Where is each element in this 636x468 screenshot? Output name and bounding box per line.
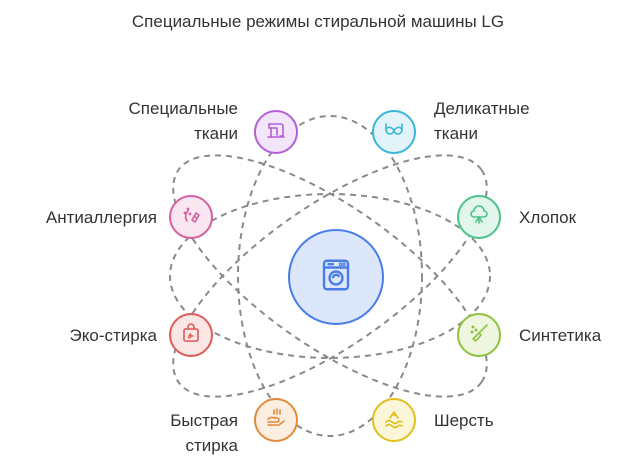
special-fabrics-node[interactable] <box>254 110 298 154</box>
wool-label: Шерсть <box>434 411 494 430</box>
delicates-node[interactable] <box>372 110 416 154</box>
synthetics-label: Синтетика <box>519 326 602 345</box>
special-fabrics-label-line-1: Специальные <box>128 99 238 118</box>
eco-wash-node[interactable] <box>169 313 213 357</box>
bra-icon <box>382 118 406 147</box>
connector-ellipse-vertical <box>237 115 423 437</box>
sewing-machine-icon <box>264 118 288 147</box>
antiallergy-node[interactable] <box>169 195 213 239</box>
quick-wash-node[interactable] <box>254 398 298 442</box>
recycle-bag-icon <box>179 321 203 350</box>
wool-node[interactable] <box>372 398 416 442</box>
synthetics-node[interactable] <box>457 313 501 357</box>
wool-icon <box>382 406 406 435</box>
washing-machine-icon <box>318 257 354 298</box>
quick-wash-label-line-1: Быстрая <box>170 411 238 430</box>
quick-wash-label-line-2: стирка <box>185 436 238 455</box>
cotton-node[interactable] <box>457 195 501 239</box>
center-node <box>288 229 384 325</box>
quick-wash-label: Быстрая стирка <box>170 408 238 458</box>
delicates-label: Деликатные ткани <box>434 96 530 146</box>
eco-wash-label: Эко-стирка <box>69 326 157 345</box>
antiallergy-label: Антиаллергия <box>45 208 157 227</box>
connector-ellipse-diag-a <box>172 154 488 398</box>
delicates-label-line-2: ткани <box>434 124 478 143</box>
cotton-label: Хлопок <box>519 208 577 227</box>
delicates-label-line-1: Деликатные <box>434 99 530 118</box>
diagram-title: Специальные режимы стиральной машины LG <box>131 12 505 31</box>
special-fabrics-label-line-2: ткани <box>194 124 238 143</box>
allergy-icon <box>179 203 203 232</box>
special-fabrics-label: Специальные ткани <box>129 96 238 146</box>
connector-ellipse-diag-b <box>172 154 488 398</box>
hand-icon <box>264 406 288 435</box>
broom-icon <box>467 321 491 350</box>
cotton-icon <box>467 203 491 232</box>
